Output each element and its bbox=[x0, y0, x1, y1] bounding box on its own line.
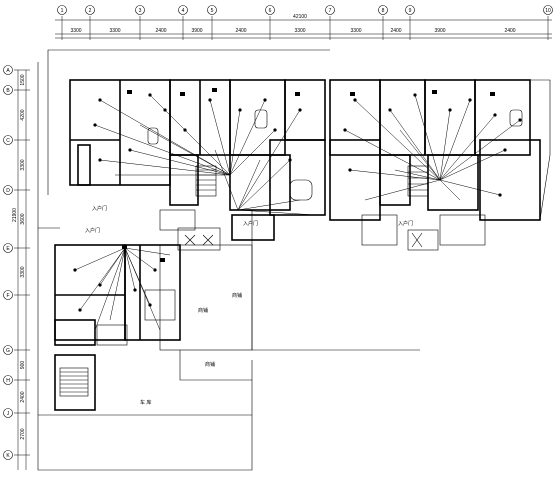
wiring-unit-2 bbox=[214, 109, 316, 216]
room-label-shop: 商铺 bbox=[232, 292, 242, 299]
left-grid-axis: A B C D E F G H J K bbox=[3, 65, 30, 460]
grid-bubble-top: 7 bbox=[325, 5, 335, 40]
dim-text: 3300 bbox=[70, 28, 81, 34]
apartment-unit-2 bbox=[159, 79, 326, 251]
left-dimension-texts: 1500 4200 3300 3600 3300 900 2400 2700 2… bbox=[12, 74, 26, 439]
grid-bubble-left: J bbox=[3, 408, 30, 418]
grid-bubble-top: 10 bbox=[543, 5, 553, 40]
room-label-garage: 车 库 bbox=[140, 399, 151, 406]
dim-text: 2700 bbox=[20, 428, 26, 439]
grid-bubble-left: G bbox=[3, 345, 30, 355]
svg-text:K: K bbox=[6, 453, 10, 459]
left-dimension-lines bbox=[17, 70, 27, 470]
grid-bubble-top: 8 bbox=[378, 5, 388, 40]
svg-text:7: 7 bbox=[329, 8, 332, 14]
svg-text:D: D bbox=[6, 188, 10, 194]
apartment-unit-5 bbox=[54, 244, 181, 346]
grid-bubble-top: 6 bbox=[265, 5, 275, 40]
grid-bubble-top: 4 bbox=[178, 5, 188, 40]
grid-bubble-left: F bbox=[3, 290, 30, 300]
svg-text:C: C bbox=[6, 138, 10, 144]
dim-text: 3900 bbox=[191, 28, 202, 34]
dim-text: 900 bbox=[20, 361, 26, 370]
top-grid-axis: 1 2 3 4 5 6 7 8 9 10 bbox=[57, 5, 553, 40]
svg-text:6: 6 bbox=[269, 8, 272, 14]
dim-total-text: 21900 bbox=[12, 208, 18, 222]
grid-bubble-left: B bbox=[3, 85, 30, 95]
staircase bbox=[54, 354, 96, 411]
svg-text:5: 5 bbox=[211, 8, 214, 14]
apartment-unit-1 bbox=[69, 79, 286, 206]
apartment-unit-4 bbox=[424, 79, 551, 246]
podium-outline bbox=[37, 49, 420, 471]
apartment-unit-3 bbox=[329, 79, 439, 251]
wiring-unit-5 bbox=[74, 247, 171, 331]
svg-text:F: F bbox=[6, 293, 9, 299]
svg-text:10: 10 bbox=[545, 8, 551, 14]
room-label-shop: 商铺 bbox=[205, 361, 215, 368]
top-dimension-texts: 3300 3300 2400 3900 2400 3300 3300 2400 … bbox=[70, 14, 515, 34]
dim-text: 3300 bbox=[109, 28, 120, 34]
grid-bubble-left: E bbox=[3, 243, 30, 253]
svg-text:3: 3 bbox=[139, 8, 142, 14]
dim-total-text: 42100 bbox=[293, 14, 307, 20]
dim-text: 2400 bbox=[20, 391, 26, 402]
grid-bubble-top: 3 bbox=[135, 5, 145, 40]
dim-text: 3300 bbox=[20, 159, 26, 170]
grid-bubble-left: A bbox=[3, 65, 30, 75]
dim-text: 3300 bbox=[294, 28, 305, 34]
svg-text:1: 1 bbox=[61, 8, 64, 14]
dim-text: 2400 bbox=[390, 28, 401, 34]
wiring-unit-1 bbox=[94, 94, 276, 176]
top-dimension-lines bbox=[55, 19, 552, 39]
dim-text: 3300 bbox=[20, 266, 26, 277]
light-fixtures bbox=[73, 88, 522, 312]
room-label-shop: 商铺 bbox=[198, 307, 208, 314]
grid-bubble-left: C bbox=[3, 135, 30, 145]
svg-text:B: B bbox=[6, 88, 10, 94]
wiring-unit-3 bbox=[344, 94, 521, 201]
grid-bubble-left: H bbox=[3, 375, 30, 385]
svg-text:G: G bbox=[6, 348, 10, 354]
svg-text:H: H bbox=[6, 378, 10, 384]
svg-text:A: A bbox=[6, 68, 10, 74]
grid-bubble-top: 2 bbox=[85, 5, 95, 40]
svg-text:E: E bbox=[6, 246, 10, 252]
grid-bubble-left: K bbox=[3, 450, 30, 460]
svg-text:8: 8 bbox=[382, 8, 385, 14]
svg-text:4: 4 bbox=[182, 8, 185, 14]
grid-bubble-top: 9 bbox=[405, 5, 415, 40]
room-label-entry: 入户门 bbox=[92, 205, 107, 212]
dim-text: 4200 bbox=[20, 109, 26, 120]
grid-bubble-top: 1 bbox=[57, 5, 67, 40]
room-label-entry: 入户门 bbox=[398, 220, 413, 227]
dim-text: 2400 bbox=[235, 28, 246, 34]
dim-text: 3300 bbox=[350, 28, 361, 34]
svg-text:9: 9 bbox=[409, 8, 412, 14]
dim-text: 2400 bbox=[155, 28, 166, 34]
room-label-entry: 入户门 bbox=[243, 220, 258, 227]
dim-text: 1500 bbox=[20, 74, 26, 85]
grid-bubble-top: 5 bbox=[207, 5, 217, 40]
dim-text: 2400 bbox=[504, 28, 515, 34]
dim-text: 3600 bbox=[20, 213, 26, 224]
svg-text:J: J bbox=[7, 411, 10, 417]
grid-bubble-left: D bbox=[3, 185, 30, 195]
svg-text:2: 2 bbox=[89, 8, 92, 14]
dim-text: 3900 bbox=[434, 28, 445, 34]
room-label-entry: 入户门 bbox=[85, 227, 100, 234]
room-labels: 入户门 入户门 入户门 入户门 商铺 商铺 商铺 车 库 bbox=[85, 205, 413, 406]
